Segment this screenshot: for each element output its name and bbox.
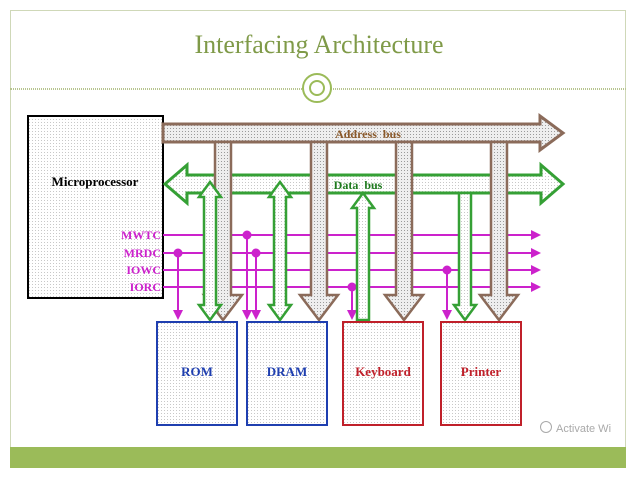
microprocessor-box [27,115,164,299]
module-label-keyboard: Keyboard [355,364,411,379]
control-label-iowc: IOWC [126,263,161,277]
diagram-svg: Microprocessor Address bus Data bus MWTC… [27,113,566,426]
module-printer: Printer [440,321,522,426]
footer-bar [10,447,626,468]
watermark-text: Activate Wi [556,423,612,435]
control-label-mrdc: MRDC [124,246,161,260]
module-rom: ROM [156,321,238,426]
inner-circle-icon [309,80,325,96]
interfacing-diagram: Microprocessor Address bus Data bus MWTC… [23,110,617,430]
circle-ornament-icon [302,73,332,103]
info-icon [540,421,552,433]
microprocessor-label: Microprocessor [52,174,139,189]
module-dram: DRAM [246,321,328,426]
slide-title: Interfacing Architecture [194,30,444,59]
control-label-mwtc: MWTC [121,228,161,242]
module-keyboard: Keyboard [342,321,424,426]
data-bus-label: Data bus [334,178,383,192]
module-label-rom: ROM [181,364,213,379]
control-label-iorc: IORC [130,280,161,294]
module-label-dram: DRAM [267,364,307,379]
module-label-printer: Printer [461,364,502,379]
data-bus-arrow [162,161,566,207]
control-taps [173,230,452,320]
data-bus-drops [196,179,479,323]
activate-windows-watermark: Activate Wi [540,421,611,435]
address-bus-label: Address bus [335,127,401,141]
